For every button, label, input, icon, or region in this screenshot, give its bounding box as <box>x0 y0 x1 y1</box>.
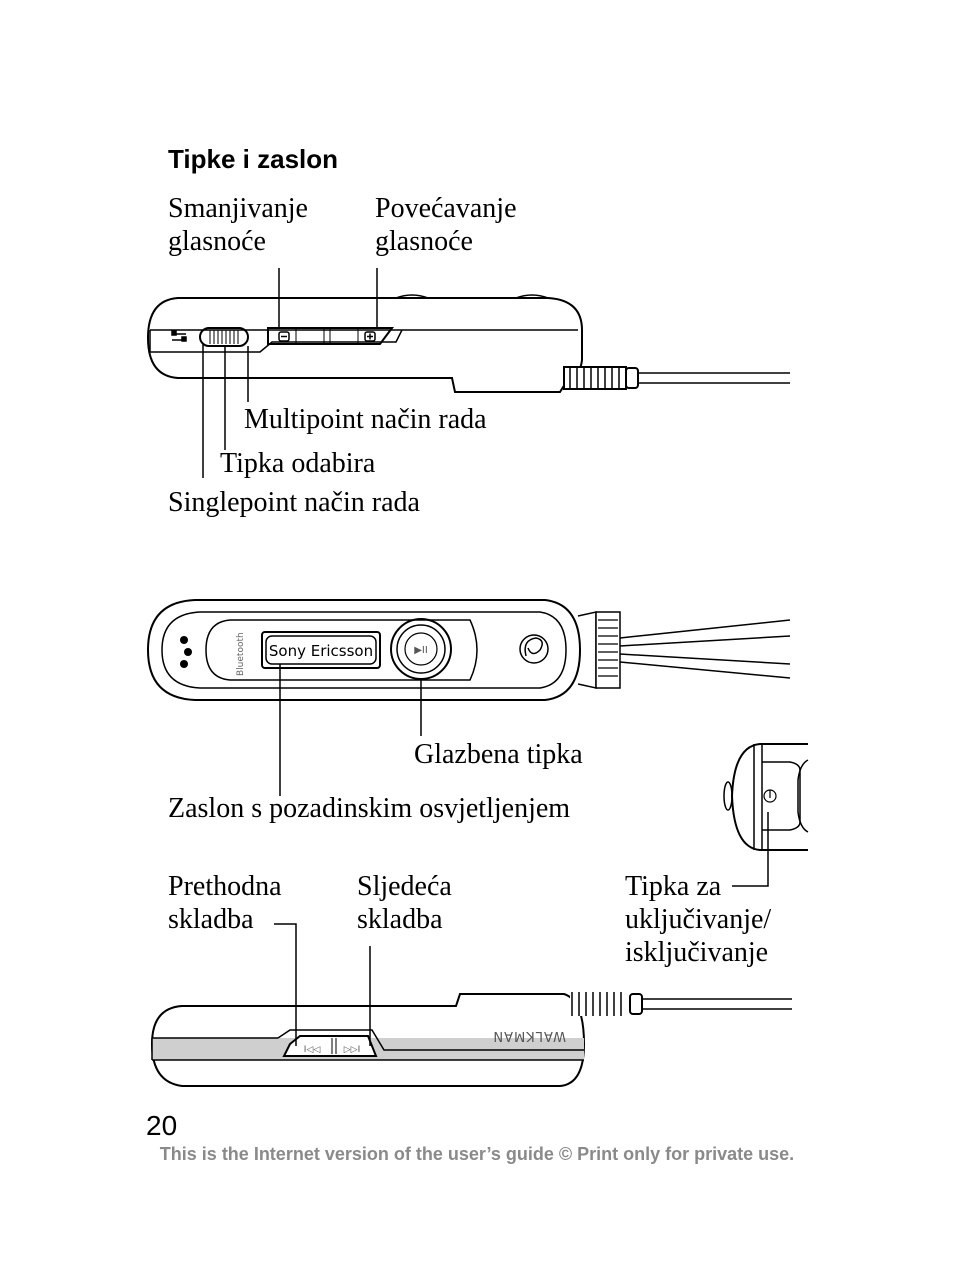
vol-up-label-line2: glasnoće <box>375 226 473 257</box>
prev-track-label-line1: Prethodna <box>168 871 282 902</box>
next-track-icon: ▷▷I <box>344 1045 361 1055</box>
section-title: Tipke i zaslon <box>168 144 339 174</box>
brand-text: Sony Ericsson <box>269 642 373 660</box>
multipoint-label: Multipoint način rada <box>244 404 487 435</box>
music-key-label: Glazbena tipka <box>414 739 583 770</box>
vol-down-label-line1: Smanjivanje <box>168 193 308 224</box>
singlepoint-label: Singlepoint način rada <box>168 487 420 518</box>
play-pause-icon: ▶II <box>414 645 428 656</box>
vol-up-label-line1: Povećavanje <box>375 193 517 224</box>
mode-switch-icon <box>171 330 187 342</box>
display-label: Zaslon s pozadinskim osvjetljenjem <box>168 793 571 824</box>
power-key-label-line3: isključivanje <box>625 937 769 968</box>
side-view-device <box>723 743 809 887</box>
footer-notice: This is the Internet version of the user… <box>159 1144 795 1164</box>
next-track-label-line2: skladba <box>357 904 443 935</box>
page-number: 20 <box>146 1110 178 1141</box>
vol-up-label: Povećavanje glasnoće <box>375 192 517 258</box>
power-key-label-line1: Tipka za <box>625 871 722 902</box>
prev-track-label: Prethodna skladba <box>168 870 282 936</box>
prev-track-label-line2: skladba <box>168 904 254 935</box>
top-view-device <box>146 268 790 478</box>
backlit-display <box>261 631 381 669</box>
sony-ericsson-logo-icon <box>519 634 549 664</box>
front-view-device <box>146 599 791 796</box>
power-key-label-line2: uključivanje/ <box>625 904 772 935</box>
walkman-logo-icon <box>180 636 192 668</box>
mode-slider <box>199 327 249 347</box>
next-track-label: Sljedeća skladba <box>357 870 452 936</box>
plus-icon <box>364 331 376 342</box>
bottom-view-device <box>150 923 792 1087</box>
track-keys <box>282 1035 378 1057</box>
minus-icon <box>278 331 290 342</box>
power-key-label: Tipka za uključivanje/ isključivanje <box>625 870 771 969</box>
walkman-text: WALKMAN <box>492 1028 566 1043</box>
prev-track-icon: I◁◁ <box>304 1045 321 1055</box>
volume-rocker <box>267 327 394 345</box>
power-icon <box>763 789 777 803</box>
vol-down-label-line2: glasnoće <box>168 226 266 257</box>
select-key-label: Tipka odabira <box>220 448 376 479</box>
vol-down-label: Smanjivanje glasnoće <box>168 192 308 258</box>
next-track-label-line1: Sljedeća <box>357 871 452 902</box>
bluetooth-text: Bluetooth <box>236 632 246 676</box>
